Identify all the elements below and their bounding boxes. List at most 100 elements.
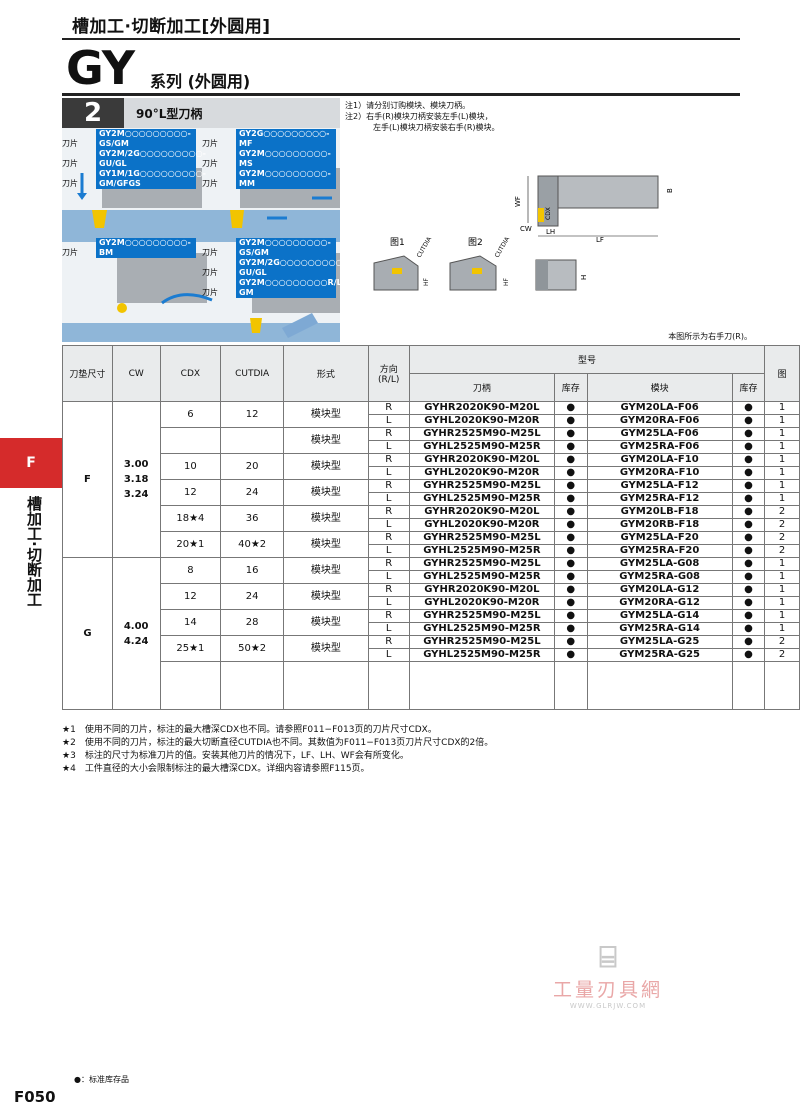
dim-cw: CW xyxy=(520,225,532,233)
cell-module-stock: ● xyxy=(731,609,766,623)
cell-holder-stock: ● xyxy=(554,583,588,597)
cell-holder-stock: ● xyxy=(554,622,588,636)
side-tab-label: 槽加工·切断加工 xyxy=(25,496,43,607)
cell-cdx: 25★1 xyxy=(159,635,222,662)
cell-dir: L xyxy=(367,544,410,558)
dim-wf: WF xyxy=(514,196,522,207)
cell-module-stock: ● xyxy=(731,544,766,558)
cell-fig: 1 xyxy=(764,570,800,584)
cell-type: 模块型 xyxy=(283,609,369,636)
cell-module: GYM25LA-G25 xyxy=(586,635,733,649)
insert-code: GY2G○○○○○○○○○-MF xyxy=(236,129,336,149)
cell-empty xyxy=(367,685,410,698)
cell-module-stock: ● xyxy=(731,518,766,532)
watermark-logo-icon: ⌸ xyxy=(599,940,617,975)
cell-fig: 1 xyxy=(764,609,800,623)
insert-label: 刀片 xyxy=(62,248,78,257)
cell-empty xyxy=(586,697,733,710)
cell-module: GYM25LA-F06 xyxy=(586,427,733,441)
cell-fig: 1 xyxy=(764,557,800,571)
cell-fig: 1 xyxy=(764,622,800,636)
cell-holder-stock: ● xyxy=(554,635,588,649)
cell-holder-stock: ● xyxy=(554,518,588,532)
cell-cutdia: 24 xyxy=(220,479,285,506)
insert-label: 刀片 xyxy=(202,288,218,297)
cell-holder-stock: ● xyxy=(554,466,588,480)
cell-holder: GYHL2525M90-M25R xyxy=(408,544,556,558)
dim-cutdia-1: CUTDIA xyxy=(416,235,434,259)
insert-code: GY2M○○○○○○○○○-GS/GM xyxy=(96,129,196,149)
cell-module-stock: ● xyxy=(731,479,766,493)
cell-dir: R xyxy=(367,427,410,441)
footnote-1: ★1 使用不同的刀片，标注的最大槽深CDX也不同。请参照F011−F013页的刀… xyxy=(62,725,437,735)
cell-cutdia: 24 xyxy=(220,583,285,610)
note-2: 注2）右手(R)模块刀柄安装左手(L)模块， xyxy=(345,112,493,121)
cell-module: GYM25RA-F20 xyxy=(586,544,733,558)
cell-cdx: 18★4 xyxy=(159,505,222,532)
cell-type: 模块型 xyxy=(283,557,369,584)
cell-cutdia: 50★2 xyxy=(220,635,285,662)
cell-cdx xyxy=(159,427,222,454)
right-hand-note: 本图所示为右手刀(R)。 xyxy=(668,332,752,341)
footnote-4: ★4 工件直径的大小会限制标注的最大槽深CDX。详细内容请参照F115页。 xyxy=(62,764,370,774)
header-divider xyxy=(62,38,740,40)
cell-module-stock: ● xyxy=(731,622,766,636)
cell-fig: 1 xyxy=(764,414,800,428)
insert-code: GY2M○○○○○○○○○-MS xyxy=(236,149,336,169)
cell-fig: 1 xyxy=(764,492,800,506)
notes: 注1）请分别订购模块、模块刀柄。 注2）右手(R)模块刀柄安装左手(L)模块， … xyxy=(345,100,500,133)
cell-type: 模块型 xyxy=(283,635,369,662)
cell-holder-stock: ● xyxy=(554,440,588,454)
cell-empty xyxy=(764,685,800,698)
cell-cutdia xyxy=(220,427,285,454)
cell-module-stock: ● xyxy=(731,596,766,610)
cell-dir: L xyxy=(367,466,410,480)
side-tab-letter[interactable]: F xyxy=(0,438,62,488)
cell-cdx: 10 xyxy=(159,453,222,480)
spec-table: 刀垫尺寸 CW CDX CUTDIA 形式 方向 (R/L) 型号 图 刀柄 库… xyxy=(62,345,800,710)
watermark-text: 工量刃具網 xyxy=(552,979,663,1001)
insert-label: 刀片 xyxy=(62,139,78,148)
cell-holder-stock: ● xyxy=(554,648,588,662)
dim-cdx: CDX xyxy=(545,207,552,220)
col-holder: 刀柄 xyxy=(408,373,556,402)
cell-holder-stock: ● xyxy=(554,492,588,506)
cell-size: F xyxy=(62,401,113,558)
cell-module: GYM25RA-F06 xyxy=(586,440,733,454)
cell-cutdia: 28 xyxy=(220,609,285,636)
cell-holder: GYHL2020K90-M20R xyxy=(408,518,556,532)
cell-cutdia: 40★2 xyxy=(220,531,285,558)
table-row-empty xyxy=(63,661,800,674)
cell-empty xyxy=(408,685,556,698)
cell-holder: GYHR2525M90-M25L xyxy=(408,557,556,571)
cell-dir: L xyxy=(367,414,410,428)
cell-empty xyxy=(367,697,410,710)
cell-empty xyxy=(764,661,800,674)
cell-empty xyxy=(367,673,410,686)
cell-dir: R xyxy=(367,531,410,545)
cell-cutdia: 16 xyxy=(220,557,285,584)
cell-fig: 1 xyxy=(764,466,800,480)
cell-module: GYM25RA-G08 xyxy=(586,570,733,584)
cell-holder-stock: ● xyxy=(554,479,588,493)
cell-empty xyxy=(220,673,285,686)
cell-fig: 1 xyxy=(764,479,800,493)
cell-holder: GYHR2525M90-M25L xyxy=(408,609,556,623)
cell-holder: GYHL2020K90-M20R xyxy=(408,414,556,428)
cell-empty xyxy=(554,661,588,674)
cell-empty xyxy=(408,697,556,710)
cell-holder-stock: ● xyxy=(554,453,588,467)
note-3: 左手(L)模块刀柄安装右手(R)模块。 xyxy=(373,123,500,132)
cell-fig: 2 xyxy=(764,531,800,545)
section-title: 90°L型刀柄 xyxy=(124,98,340,128)
cell-holder-stock: ● xyxy=(554,609,588,623)
cell-empty xyxy=(731,661,766,674)
cell-holder: GYHL2525M90-M25R xyxy=(408,440,556,454)
col-module: 模块 xyxy=(586,373,733,402)
figure-2-label: 图2 xyxy=(468,237,483,248)
table-row-empty xyxy=(63,685,800,698)
